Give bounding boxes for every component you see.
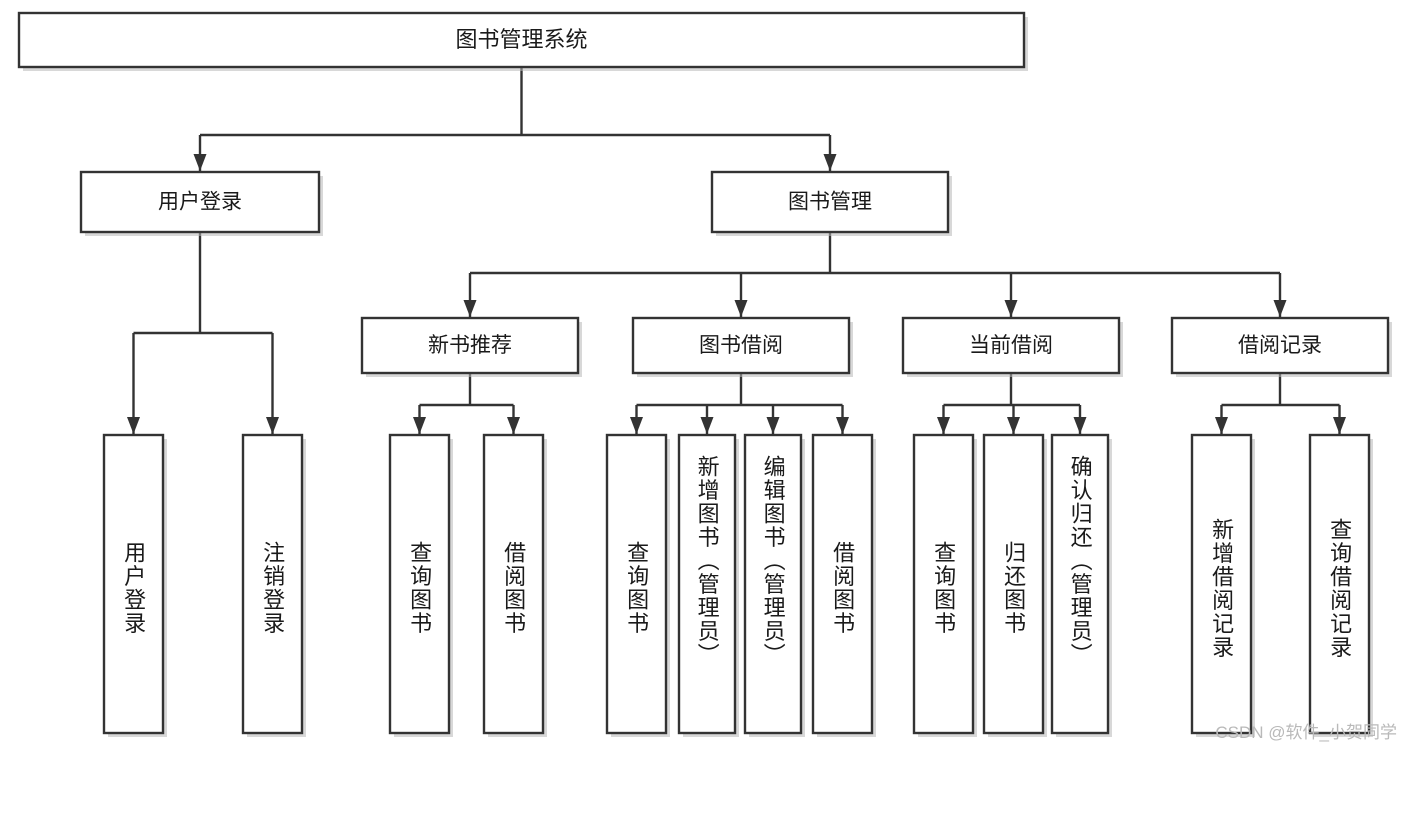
node-box-book-manage[interactable]	[710, 170, 950, 234]
arrow-head-icon	[836, 417, 849, 434]
arrow-head-icon	[1333, 417, 1346, 434]
arrow-head-icon	[700, 417, 714, 434]
node-box-leaf-confirm-return[interactable]	[1050, 433, 1110, 735]
arrow-head-icon	[734, 300, 748, 317]
arrow-head-icon	[937, 417, 950, 434]
node-box-leaf-user-login[interactable]	[102, 433, 165, 735]
node-label-new-book-rec: 新书推荐	[428, 334, 512, 357]
node-box-layer	[17, 11, 1392, 737]
node-box-leaf-return-book[interactable]	[982, 433, 1045, 735]
node-box-leaf-edit-book[interactable]	[743, 433, 803, 735]
arrow-head-icon	[630, 417, 643, 434]
arrow-head-icon	[507, 417, 520, 434]
node-box-current-borrow[interactable]	[901, 316, 1121, 375]
connector-layer	[127, 67, 1346, 434]
node-box-root[interactable]	[17, 11, 1026, 69]
arrow-head-icon	[1073, 417, 1087, 434]
arrow-head-icon	[1007, 417, 1020, 434]
arrow-head-icon	[766, 417, 780, 434]
watermark-text: CSDN @软件_小贺同学	[1215, 723, 1397, 742]
node-box-leaf-query-book-1[interactable]	[388, 433, 451, 735]
arrow-head-icon	[823, 154, 837, 171]
arrow-head-icon	[127, 417, 140, 434]
node-box-leaf-query-book-2[interactable]	[605, 433, 668, 735]
node-label-current-borrow: 当前借阅	[969, 334, 1053, 357]
node-label-borrow-record: 借阅记录	[1238, 334, 1322, 357]
arrow-head-icon	[463, 300, 477, 317]
node-box-leaf-query-book-3[interactable]	[912, 433, 975, 735]
arrow-head-icon	[1004, 300, 1018, 317]
node-label-book-borrow: 图书借阅	[699, 334, 783, 357]
flowchart-canvas: 图书管理系统用户登录图书管理新书推荐图书借阅当前借阅借阅记录 用户登录注销登录查…	[17, 11, 1397, 742]
node-box-new-book-rec[interactable]	[360, 316, 580, 375]
node-box-user-login[interactable]	[79, 170, 321, 234]
arrow-head-icon	[1273, 300, 1287, 317]
node-label-book-manage: 图书管理	[788, 191, 872, 214]
node-box-leaf-query-record[interactable]	[1308, 433, 1371, 735]
node-label-user-login: 用户登录	[158, 191, 242, 214]
node-box-leaf-add-record[interactable]	[1190, 433, 1253, 735]
arrow-head-icon	[413, 417, 426, 434]
arrow-head-icon	[193, 154, 207, 171]
node-box-leaf-borrow-book-2[interactable]	[811, 433, 874, 735]
arrow-head-icon	[1215, 417, 1228, 434]
arrow-head-icon	[266, 417, 279, 434]
node-box-leaf-add-book[interactable]	[677, 433, 737, 735]
node-box-leaf-logout[interactable]	[241, 433, 304, 735]
node-box-borrow-record[interactable]	[1170, 316, 1390, 375]
node-box-book-borrow[interactable]	[631, 316, 851, 375]
node-label-root: 图书管理系统	[455, 27, 587, 52]
node-box-leaf-borrow-book-1[interactable]	[482, 433, 545, 735]
